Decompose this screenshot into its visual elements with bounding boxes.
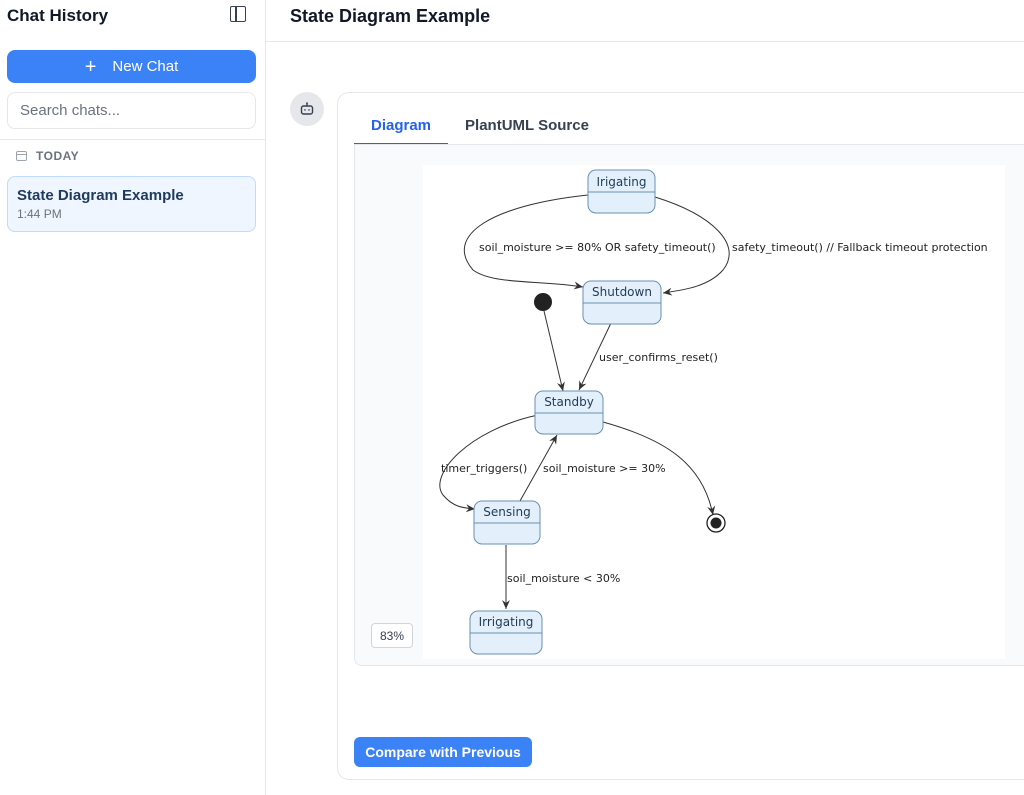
compare-with-previous-button[interactable]: Compare with Previous	[354, 737, 532, 767]
bot-avatar	[290, 92, 324, 126]
sidebar-header: Chat History	[0, 0, 266, 32]
section-label: TODAY	[36, 149, 80, 163]
label-sensing-irrigating: soil_moisture < 30%	[507, 572, 620, 585]
state-shutdown[interactable]: Shutdown	[582, 280, 662, 325]
label-irigating-shutdown-b: safety_timeout() // Fallback timeout pro…	[732, 241, 988, 254]
transition-standby-sensing	[439, 414, 539, 513]
state-sensing-label: Sensing	[483, 505, 530, 519]
tabs: Diagram PlantUML Source	[354, 107, 606, 145]
state-irrigating-label: Irrigating	[479, 615, 534, 629]
tab-diagram[interactable]: Diagram	[354, 107, 449, 145]
diagram-canvas[interactable]: soil_moisture >= 80% OR safety_timeout()…	[423, 165, 1005, 659]
bot-icon	[300, 102, 314, 115]
new-chat-button[interactable]: + New Chat	[7, 50, 256, 83]
message-card: Diagram PlantUML Source	[337, 92, 1024, 780]
page-title: State Diagram Example	[290, 6, 491, 26]
calendar-icon	[16, 151, 27, 161]
sidebar: Chat History + New Chat TODAY State Diag…	[0, 0, 266, 795]
state-standby-label: Standby	[544, 395, 594, 409]
chat-item[interactable]: State Diagram Example 1:44 PM	[7, 176, 256, 232]
transition-irigating-shutdown-b	[654, 196, 730, 296]
label-irigating-shutdown-a: soil_moisture >= 80% OR safety_timeout()	[479, 241, 716, 254]
sidebar-title: Chat History	[7, 6, 109, 25]
transition-initial-standby	[543, 310, 565, 392]
tabs-divider	[354, 144, 1024, 145]
transition-standby-final	[602, 421, 716, 516]
search-input[interactable]	[7, 92, 256, 129]
new-chat-label: New Chat	[112, 58, 179, 75]
state-irigating[interactable]: Irigating	[587, 169, 656, 214]
state-irigating-label: Irigating	[596, 175, 646, 189]
transition-sensing-standby	[519, 434, 558, 502]
state-irrigating[interactable]: Irrigating	[469, 610, 543, 655]
final-state	[706, 513, 726, 533]
state-standby[interactable]: Standby	[534, 390, 604, 435]
transition-shutdown-standby	[578, 322, 612, 391]
chat-item-time: 1:44 PM	[17, 207, 62, 221]
main-panel: State Diagram Example Diagram PlantUML S…	[266, 0, 1024, 795]
state-diagram: soil_moisture >= 80% OR safety_timeout()…	[439, 169, 988, 655]
zoom-level-badge[interactable]: 83%	[371, 623, 413, 648]
diagram-panel: soil_moisture >= 80% OR safety_timeout()…	[354, 145, 1024, 666]
chat-item-title: State Diagram Example	[17, 187, 184, 204]
initial-state	[534, 293, 552, 311]
transition-irigating-shutdown-a	[463, 194, 589, 290]
plus-icon: +	[84, 55, 97, 78]
state-shutdown-label: Shutdown	[592, 285, 652, 299]
tab-plantuml-source[interactable]: PlantUML Source	[465, 117, 589, 134]
main-header: State Diagram Example	[266, 0, 1024, 42]
label-sensing-standby: soil_moisture >= 30%	[543, 462, 666, 475]
label-shutdown-standby: user_confirms_reset()	[599, 351, 718, 364]
sidebar-toggle-icon[interactable]	[230, 6, 246, 22]
state-sensing[interactable]: Sensing	[473, 500, 541, 545]
sidebar-divider	[0, 139, 266, 140]
label-standby-sensing: timer_triggers()	[441, 462, 527, 475]
section-today: TODAY	[16, 149, 79, 163]
